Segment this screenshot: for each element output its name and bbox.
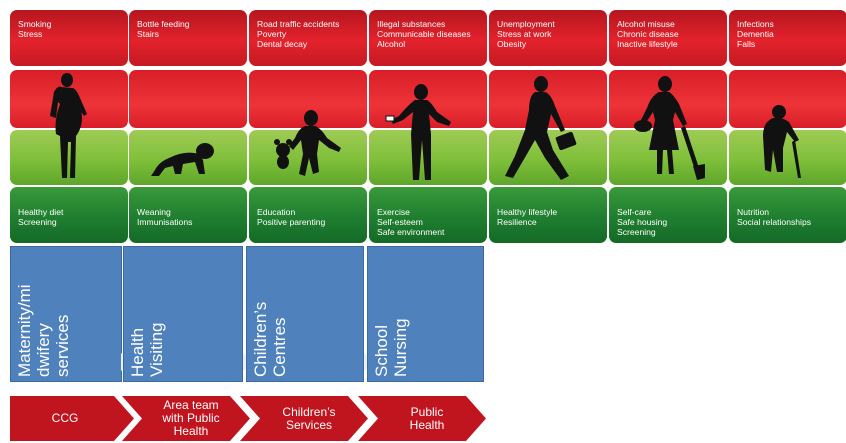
commissioner-label: Public Health [409,404,445,432]
green-band [729,130,846,185]
commissioner-label: Children’s Services [282,404,336,432]
risk-factors: Unemployment Stress at work Obesity [497,19,555,49]
protective-tile: Nutrition Social relationships [729,187,846,243]
risk-factors: Road traffic accidents Poverty Dental de… [257,19,340,49]
red-band [729,70,846,128]
protective-factors: Education Positive parenting [257,207,326,227]
risk-factors: Smoking Stress [18,19,52,39]
service-maternity: Maternity/mi dwifery services [10,246,122,382]
protective-tile: Weaning Immunisations [129,187,247,243]
service-label: Children’s Centres [251,301,289,377]
risk-tile: Smoking Stress [10,10,128,66]
risk-tile: Bottle feeding Stairs [129,10,247,66]
child-with-teddy-icon [274,110,341,176]
risk-tile: Infections Dementia Falls [729,10,846,66]
teen-with-phone-icon [385,84,451,180]
risk-factors: Infections Dementia Falls [737,19,774,49]
risk-tile: Road traffic accidents Poverty Dental de… [249,10,367,66]
red-band [129,70,247,128]
risk-factors: Illegal substances Communicable diseases… [377,19,471,49]
protective-tile: Exercise Self-esteem Safe environment [369,187,487,243]
protective-factors: Healthy diet Screening [18,207,64,227]
pregnant-woman-icon [50,73,87,178]
chevron-childrens-services: Children’s Services [240,396,368,441]
protective-factors: Nutrition Social relationships [737,207,812,227]
protective-factors: Weaning Immunisations [137,207,193,227]
elderly-with-cane-icon [763,105,801,178]
risk-tile: Alcohol misuse Chronic disease Inactive … [609,10,727,66]
protective-tile: Healthy diet Screening [10,187,128,243]
crawling-baby-icon [151,143,214,176]
protective-factors: Self-care Safe housing Screening [617,207,668,237]
risk-tile: Illegal substances Communicable diseases… [369,10,487,66]
commissioner-label: Area team with Public Health [162,398,220,438]
risk-factors: Bottle feeding Stairs [137,19,190,39]
protective-tile: Healthy lifestyle Resilience [489,187,607,243]
risk-tile: Unemployment Stress at work Obesity [489,10,607,66]
chevron-public-health: Public Health [358,396,486,441]
service-label: School Nursing [372,318,410,377]
commissioner-label: CCG [51,411,79,425]
service-childrens-centres: Children’s Centres [246,246,364,382]
chevron-area-team: Area team with Public Health [122,396,250,441]
risk-factors: Alcohol misuse Chronic disease Inactive … [617,19,679,49]
woman-gardening-icon [634,76,705,180]
chevron-ccg: CCG [10,396,134,441]
protective-tile: Self-care Safe housing Screening [609,187,727,243]
service-school-nursing: School Nursing [367,246,484,382]
protective-factors: Exercise Self-esteem Safe environment [377,207,445,237]
service-label: Maternity/mi dwifery services [15,284,72,377]
service-label: Health Visiting [128,322,166,378]
service-health-visiting: Health Visiting [123,246,243,382]
protective-tile: Education Positive parenting [249,187,367,243]
protective-factors: Healthy lifestyle Resilience [497,207,558,227]
walking-adult-with-briefcase-icon [505,76,577,180]
